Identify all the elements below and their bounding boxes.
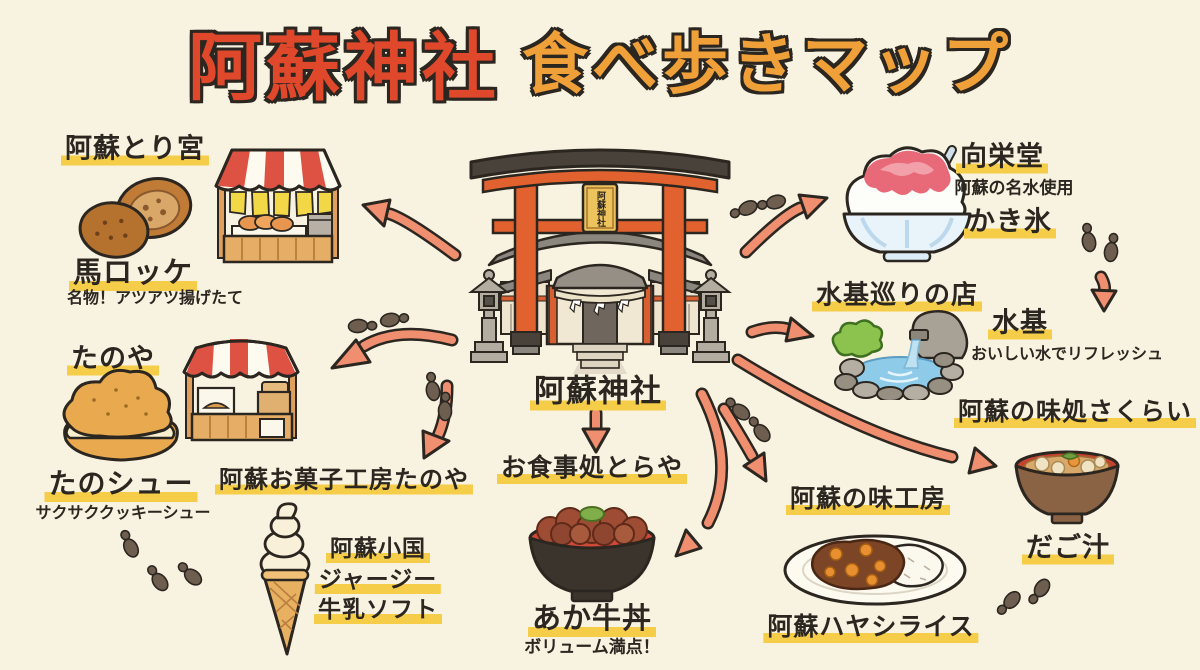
torii-left-pillar bbox=[510, 180, 542, 355]
item-name-kakigori: かき氷 bbox=[964, 199, 1056, 241]
item-line-1: 阿蘇小国 bbox=[326, 529, 430, 565]
shide-paper bbox=[569, 299, 582, 314]
item-name-dagojiru: だご汁 bbox=[1022, 525, 1114, 567]
water-spring-illustration bbox=[831, 310, 969, 400]
rock-ring bbox=[834, 352, 964, 400]
torii-gate: 阿蘇神社 bbox=[469, 148, 731, 355]
roux bbox=[811, 538, 906, 591]
arrow-to-tanoya bbox=[330, 327, 459, 370]
stall-awning bbox=[214, 148, 342, 192]
arrow-to-torimiya bbox=[361, 198, 462, 262]
title-shrine-name: 阿蘇神社 bbox=[188, 25, 500, 111]
stone-lantern-left bbox=[468, 269, 510, 363]
torii-right-pillar bbox=[658, 180, 690, 355]
item-name-hayashi: 阿蘇ハヤシライス bbox=[763, 607, 979, 645]
shop-name-okashikobo: 阿蘇お菓子工房たのや bbox=[215, 459, 473, 497]
arrow-koeido-to-mizuki bbox=[1090, 270, 1118, 313]
torii-plaque: 阿蘇神社 bbox=[581, 182, 619, 234]
footprints-bottom-right bbox=[993, 575, 1054, 619]
beef-bowl-illustration bbox=[528, 506, 656, 603]
item-name-umarokke: 馬ロッケ bbox=[68, 249, 198, 293]
note-tanoya: サクサククッキーシュー bbox=[35, 503, 211, 522]
shop-name-toraya: お食事処とらや bbox=[496, 448, 688, 486]
arrow-to-mizuki bbox=[745, 316, 815, 343]
stall-display-case bbox=[196, 386, 236, 416]
arrow-to-akagyudon bbox=[674, 387, 729, 558]
item-name-tanoshu: たのシュー bbox=[44, 462, 198, 504]
note-torimiya: 名物！アツアツ揚げたて bbox=[66, 288, 244, 307]
puff-top bbox=[62, 368, 173, 439]
shide-paper bbox=[617, 299, 630, 314]
hayashi-rice-illustration bbox=[783, 534, 967, 606]
arrow-to-koeido bbox=[739, 193, 829, 259]
cream-puff-illustration bbox=[62, 368, 179, 462]
soft-serve-illustration bbox=[259, 502, 311, 656]
tanoya-stall-illustration bbox=[182, 339, 300, 442]
shop-name-torimiya: 阿蘇とり宮 bbox=[61, 126, 209, 168]
arrow-to-ajikobo bbox=[717, 402, 768, 483]
shrine-label: 阿蘇神社 bbox=[530, 365, 666, 413]
footprints-right-edge bbox=[1077, 221, 1121, 263]
stall-counter-goods bbox=[231, 213, 333, 237]
item-name-akagyudon: あか牛丼 bbox=[527, 595, 657, 639]
stall-awning bbox=[182, 339, 300, 379]
dago-soup-illustration bbox=[1014, 450, 1120, 525]
stall-base bbox=[190, 412, 294, 442]
croquette-illustration bbox=[78, 177, 193, 259]
shrine-entrance bbox=[545, 263, 655, 369]
shaved-ice-illustration bbox=[842, 144, 972, 263]
carrot-chunks bbox=[824, 543, 887, 587]
stall-register bbox=[256, 381, 292, 418]
aso-shrine-illustration: 阿蘇神社 bbox=[468, 148, 732, 374]
bush bbox=[831, 319, 884, 358]
shop-name-sakurai: 阿蘇の味処さくらい bbox=[953, 392, 1197, 430]
arrow-to-sakurai bbox=[731, 353, 998, 475]
stone-lantern-right bbox=[690, 269, 732, 363]
shop-name-koeido: 向栄堂 bbox=[956, 134, 1048, 176]
swirl bbox=[259, 502, 311, 581]
title-map-label: 食べ歩きマップ bbox=[522, 26, 1012, 103]
glass-bowl bbox=[842, 212, 972, 263]
soup-contents bbox=[1034, 452, 1107, 476]
page-title: 阿蘇神社食べ歩きマップ bbox=[0, 8, 1200, 115]
plaque-text: 阿蘇神社 bbox=[595, 191, 607, 228]
torimiya-stall-illustration bbox=[214, 148, 342, 264]
stall-base bbox=[222, 234, 334, 264]
shop-name-mizuki: 水基巡りの店 bbox=[811, 274, 983, 314]
note-koeido: 阿蘇の名水使用 bbox=[954, 178, 1074, 199]
arrow-to-toraya bbox=[581, 406, 611, 454]
footprints-bottom-left bbox=[115, 527, 206, 595]
shop-name-tanoya: たのや bbox=[67, 336, 159, 378]
item-line-3: 牛乳ソフト bbox=[314, 590, 442, 626]
item-name-mizuki: 水基 bbox=[988, 300, 1052, 342]
stall-flags bbox=[229, 191, 333, 218]
note-mizuki: おいしい水でリフレッシュ bbox=[970, 344, 1164, 363]
shrine-stairs bbox=[572, 343, 628, 369]
note-toraya: ボリューム満点！ bbox=[524, 637, 660, 658]
footprints-below-shrine bbox=[421, 370, 453, 422]
waterfall bbox=[902, 339, 921, 369]
shide-paper bbox=[593, 302, 606, 317]
shop-name-ajikobo: 阿蘇の味工房 bbox=[785, 479, 951, 517]
